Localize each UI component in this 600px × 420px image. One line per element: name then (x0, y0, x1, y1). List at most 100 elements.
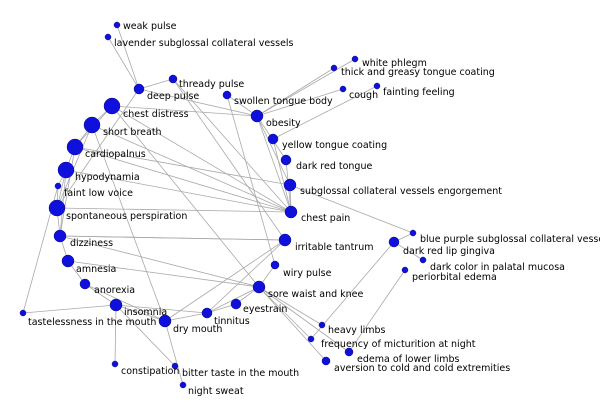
node-tastelessness (19, 309, 27, 317)
node-cough (339, 85, 347, 93)
node-blue-purple-subglossal (409, 229, 417, 237)
edge-yellow-tongue-coating-to-chest-pain (272, 138, 292, 213)
label-anorexia: anorexia (94, 285, 135, 296)
node-edema-lower-limbs (344, 347, 354, 357)
edge-cardiopalnus-to-dizziness (59, 146, 76, 237)
edge-insomnia-to-bitter-taste (115, 304, 176, 367)
node-tinnitus (201, 307, 213, 319)
node-insomnia (109, 298, 123, 312)
edge-sore-waist-knee-to-frequency-micturition (258, 286, 312, 340)
label-edema-lower-limbs: edema of lower limbs (357, 354, 460, 365)
label-yellow-tongue-coating: yellow tongue coating (282, 140, 387, 151)
edge-short-breath-to-chest-pain (91, 124, 292, 213)
label-blue-purple-subglossal: blue purple subglossal collateral vessel… (420, 234, 600, 245)
edge-dry-mouth-to-tinnitus (164, 312, 208, 322)
edge-irritable-tantrum-to-dizziness (59, 235, 286, 241)
node-irritable-tantrum (278, 233, 292, 247)
node-frequency-micturition (307, 335, 315, 343)
edge-thready-pulse-to-irritable-tantrum (172, 78, 286, 241)
label-constipation: constipation (121, 366, 179, 377)
edge-dry-mouth-to-night-sweat (164, 320, 184, 386)
label-fainting-feeling: fainting feeling (383, 87, 455, 98)
label-weak-pulse: weak pulse (123, 21, 177, 32)
edge-dizziness-to-sore-waist-knee (59, 235, 260, 288)
label-spontaneous-perspiration: spontaneous perspiration (66, 211, 187, 222)
edge-weak-pulse-to-deep-pulse (116, 24, 140, 90)
edge-sore-waist-knee-to-heavy-limbs (258, 286, 323, 326)
edge-short-breath-to-spontaneous-perspiration (56, 124, 93, 209)
node-swollen-tongue-body (222, 90, 232, 100)
label-chest-distress: chest distress (123, 109, 189, 120)
edge-sore-waist-knee-to-edema-lower-limbs (258, 286, 350, 353)
label-insomnia: insomnia (124, 307, 167, 318)
node-bitter-taste (171, 362, 179, 370)
node-heavy-limbs (318, 321, 326, 329)
label-irritable-tantrum: irritable tantrum (295, 242, 373, 253)
label-dry-mouth: dry mouth (173, 324, 222, 335)
edge-anorexia-to-dry-mouth (84, 283, 166, 322)
label-white-phlegm: white phlegm (362, 58, 427, 69)
label-eyestrain: eyestrain (243, 304, 287, 315)
edge-lavender-subglossal-to-deep-pulse (107, 36, 140, 90)
edge-cardiopalnus-to-chest-pain (74, 146, 292, 213)
label-tinnitus: tinnitus (214, 316, 250, 327)
label-night-sweat: night sweat (188, 386, 244, 397)
edge-cardiopalnus-to-subglossal-engorgement (74, 146, 291, 186)
node-thick-greasy-coating (330, 64, 338, 72)
edge-dry-mouth-to-irritable-tantrum (164, 239, 286, 322)
edge-subglossal-engorgement-to-blue-purple-subglossal (289, 184, 414, 234)
edge-obesity-to-subglossal-engorgement (256, 115, 291, 186)
edge-amnesia-to-sore-waist-knee (67, 260, 260, 288)
label-deep-pulse: deep pulse (147, 91, 199, 102)
label-cardiopalnus: cardiopalnus (85, 149, 146, 160)
node-weak-pulse (113, 21, 121, 29)
edge-deep-pulse-to-spontaneous-perspiration (56, 88, 140, 209)
node-anorexia (79, 278, 91, 290)
label-swollen-tongue-body: swollen tongue body (234, 96, 333, 107)
edge-deep-pulse-to-obesity (138, 88, 258, 117)
edge-thick-greasy-coating-to-obesity (256, 67, 335, 117)
edge-obesity-to-chest-pain (256, 115, 292, 213)
label-thick-greasy-coating: thick and greasy tongue coating (341, 67, 495, 78)
label-dark-palatal-mucosa: dark color in palatal mucosa (430, 262, 565, 273)
label-chest-pain: chest pain (301, 213, 350, 224)
edge-chest-distress-to-sore-waist-knee (111, 105, 260, 288)
edge-swollen-tongue-body-to-wiry-pulse (226, 94, 276, 266)
edge-cough-to-obesity (256, 88, 344, 117)
label-faint-low-voice: faint low voice (64, 188, 133, 199)
node-amnesia (61, 254, 75, 268)
label-dark-red-tongue: dark red tongue (296, 161, 372, 172)
node-thready-pulse (168, 74, 178, 84)
label-subglossal-engorgement: subglossal collateral vessels engorgemen… (300, 186, 502, 197)
node-fainting-feeling (373, 82, 381, 90)
label-thready-pulse: thready pulse (179, 79, 244, 90)
node-spontaneous-perspiration (48, 199, 66, 217)
label-periorbital-edema: periorbital edema (412, 272, 497, 283)
label-bitter-taste: bitter taste in the mouth (182, 368, 299, 379)
edge-chest-distress-to-obesity (111, 105, 258, 117)
edge-insomnia-to-constipation (114, 304, 117, 365)
node-layer (19, 21, 427, 389)
node-dry-mouth (158, 314, 172, 328)
label-dizziness: dizziness (70, 238, 113, 249)
node-dark-red-lip-gingiva (388, 236, 400, 248)
edge-irritable-tantrum-to-tinnitus (206, 239, 286, 314)
node-chest-pain (284, 205, 298, 219)
edge-chest-distress-to-chest-pain (111, 105, 292, 213)
label-aversion-cold: aversion to cold and cold extremities (334, 363, 510, 374)
edge-thready-pulse-to-deep-pulse (138, 78, 174, 90)
label-heavy-limbs: heavy limbs (328, 325, 386, 336)
node-lavender-subglossal (104, 33, 112, 41)
edge-dark-red-lip-gingiva-to-dark-palatal-mucosa (393, 241, 424, 261)
label-hypodynamia: hypodynamia (75, 172, 140, 183)
edge-layer (22, 24, 424, 386)
label-cough: cough (349, 90, 378, 101)
node-subglossal-engorgement (283, 178, 297, 192)
node-constipation (111, 360, 119, 368)
node-dizziness (53, 229, 67, 243)
edge-hypodynamia-to-chest-pain (65, 169, 292, 213)
node-periorbital-edema (401, 266, 409, 274)
edge-short-breath-to-dry-mouth (91, 124, 166, 322)
